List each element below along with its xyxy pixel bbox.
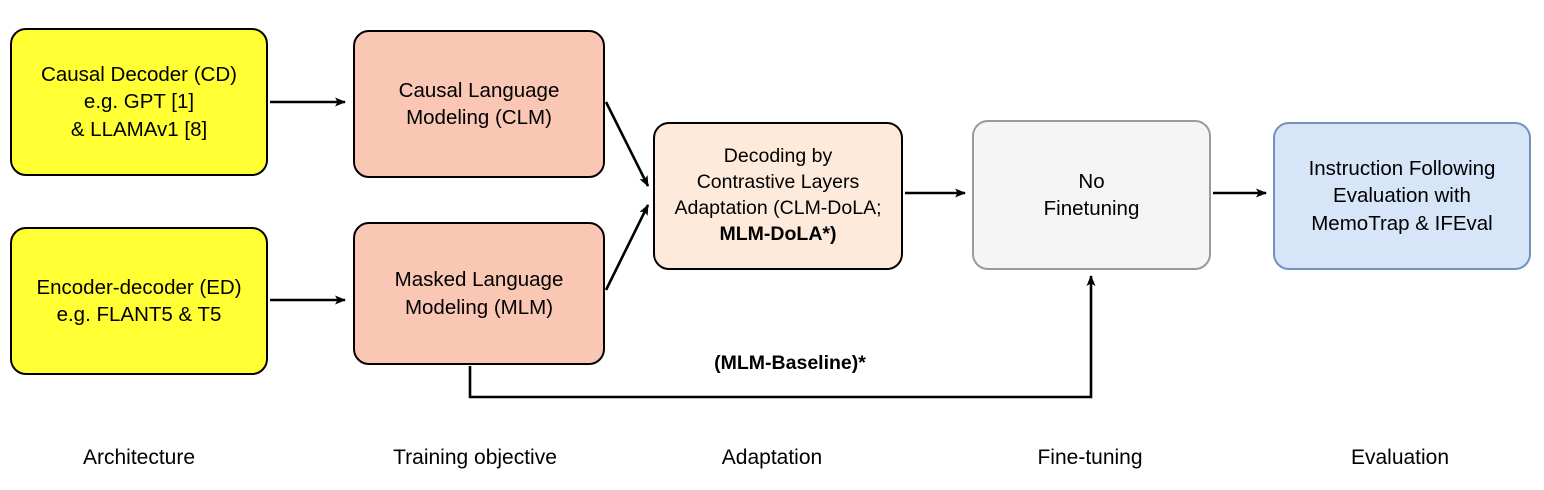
column-label-training-objective: Training objective — [393, 446, 557, 469]
node-causal-language-modeling-label: Causal Language Modeling (CLM) — [398, 78, 560, 129]
node-adaptation-dola[interactable]: Decoding by Contrastive Layers Adaptatio… — [653, 122, 903, 270]
node-no-finetuning[interactable]: No Finetuning — [972, 120, 1211, 270]
node-causal-language-modeling[interactable]: Causal Language Modeling (CLM) — [353, 30, 605, 178]
column-label-architecture: Architecture — [82, 446, 196, 469]
node-no-finetuning-label: No Finetuning — [1043, 169, 1140, 220]
column-label-evaluation: Evaluation — [1350, 446, 1450, 469]
node-causal-decoder[interactable]: Causal Decoder (CD) e.g. GPT [1] & LLAMA… — [10, 28, 268, 176]
connector-mlm-to-adaptation — [604, 204, 650, 291]
node-masked-language-modeling-label: Masked Language Modeling (MLM) — [394, 268, 564, 319]
node-adaptation-dola-bold-line: MLM-DoLA*) — [719, 222, 837, 245]
node-encoder-decoder[interactable]: Encoder-decoder (ED) e.g. FLANT5 & T5 — [10, 227, 268, 375]
column-label-adaptation: Adaptation — [721, 446, 823, 469]
node-adaptation-dola-label: Decoding by Contrastive Layers Adaptatio… — [674, 145, 882, 245]
node-evaluation[interactable]: Instruction Following Evaluation with Me… — [1273, 122, 1531, 270]
column-label-fine-tuning: Fine-tuning — [1037, 446, 1143, 469]
edge-label-mlm-baseline: (MLM-Baseline)* — [714, 352, 866, 374]
connector-clm-to-adaptation — [604, 101, 650, 187]
node-causal-decoder-label: Causal Decoder (CD) e.g. GPT [1] & LLAMA… — [41, 63, 237, 141]
node-masked-language-modeling[interactable]: Masked Language Modeling (MLM) — [353, 222, 605, 365]
node-evaluation-label: Instruction Following Evaluation with Me… — [1308, 157, 1496, 235]
node-encoder-decoder-label: Encoder-decoder (ED) e.g. FLANT5 & T5 — [36, 275, 242, 326]
